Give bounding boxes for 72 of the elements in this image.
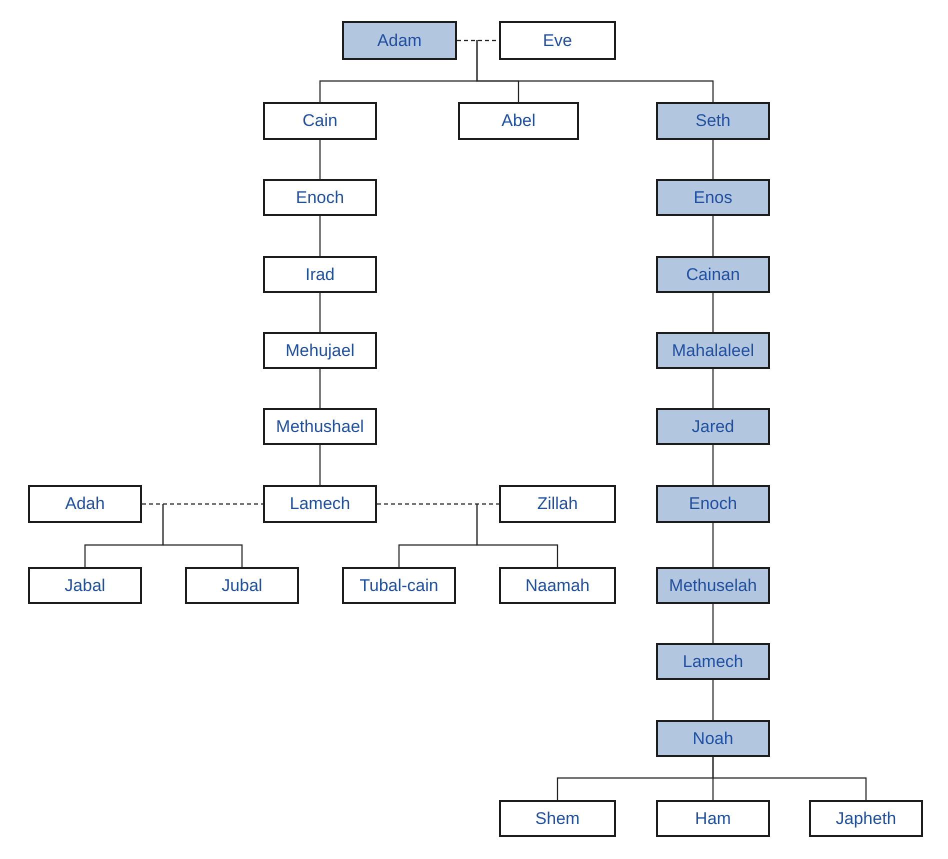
descent-line: [712, 445, 714, 485]
person-box: [342, 567, 456, 604]
person-name: Enoch: [296, 188, 344, 208]
descent-line: [712, 756, 867, 801]
person-name: Cainan: [686, 264, 740, 284]
person-box: [342, 21, 457, 60]
person-box: [263, 408, 377, 445]
person-name: Adam: [377, 30, 422, 50]
person-name: Mehujael: [286, 340, 354, 360]
marriage-line: [142, 503, 263, 505]
descent-line: [712, 680, 714, 720]
person-box: [656, 332, 770, 369]
person-box: [656, 720, 770, 757]
person-name: Lamech: [290, 494, 350, 514]
descent-line: [712, 369, 714, 408]
person-name: Shem: [535, 808, 580, 828]
person-name: Mahalaleel: [672, 340, 754, 360]
marriage-line: [457, 40, 499, 42]
descent-line: [319, 140, 321, 179]
descent-line: [319, 293, 321, 332]
person-name: Naamah: [525, 576, 590, 596]
person-box: [499, 800, 616, 837]
person-name: Methuselah: [669, 576, 757, 596]
person-box: [656, 485, 770, 523]
person-box: [263, 102, 377, 140]
person-name: Methushael: [276, 416, 364, 436]
person-name: Seth: [696, 111, 730, 131]
person-box: [458, 102, 579, 140]
person-box: [28, 485, 142, 523]
person-box: [499, 485, 616, 523]
descent-line: [319, 445, 321, 485]
person-name: Ham: [695, 808, 731, 828]
descent-line: [319, 216, 321, 256]
person-box: [656, 102, 770, 140]
person-name: Abel: [501, 111, 536, 131]
descent-line: [712, 604, 714, 643]
person-box: [499, 21, 616, 60]
person-box: [499, 567, 616, 604]
person-box: [263, 256, 377, 293]
descent-line: [712, 523, 714, 567]
person-box: [656, 256, 770, 293]
person-name: Tubal-cain: [360, 576, 438, 596]
person-name: Lamech: [682, 652, 744, 672]
person-name: Adah: [65, 494, 105, 514]
person-box: [809, 800, 923, 837]
person-name: Japheth: [836, 808, 896, 828]
person-box: [263, 179, 377, 216]
person-box: [656, 179, 770, 216]
person-box: [656, 567, 770, 604]
descent-line: [712, 293, 714, 332]
marriage-line: [377, 503, 499, 505]
person-box: [263, 332, 377, 369]
descent-line: [712, 216, 714, 256]
person-name: Jubal: [222, 576, 262, 596]
person-name: Cain: [302, 111, 338, 131]
person-box: [263, 485, 377, 523]
person-name: Jared: [692, 416, 734, 436]
person-box: [656, 408, 770, 445]
person-name: Irad: [305, 264, 335, 284]
person-name: Noah: [692, 728, 734, 748]
person-name: Jabal: [64, 576, 106, 596]
person-name: Enoch: [688, 494, 738, 514]
person-name: Enos: [694, 188, 732, 208]
descent-line: [476, 503, 558, 568]
descent-line: [319, 369, 321, 408]
person-name: Zillah: [537, 494, 578, 514]
descent-line: [712, 140, 714, 179]
person-box: [656, 643, 770, 680]
person-name: Eve: [542, 30, 572, 50]
person-box: [656, 800, 770, 837]
person-box: [185, 567, 299, 604]
person-box: [28, 567, 142, 604]
